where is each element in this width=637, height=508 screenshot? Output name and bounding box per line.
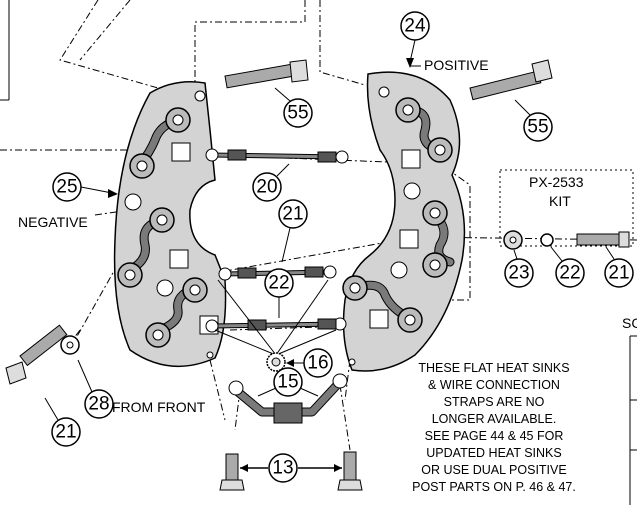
callout-15: 15 — [257, 367, 319, 397]
callout-25: 25 — [52, 172, 118, 202]
negative-diodes — [117, 107, 219, 348]
px-2533-kit-box — [499, 169, 634, 250]
callout-22-kit: 22 — [550, 246, 585, 288]
callout-21-kit: 21 — [604, 246, 634, 288]
from-front-label: FROM FRONT — [112, 399, 206, 415]
callout-16: 16 — [286, 348, 333, 378]
svg-text:55: 55 — [287, 103, 308, 124]
note-line: STRAPS ARE NO — [444, 395, 545, 409]
bolt-55-right — [469, 59, 553, 101]
callout-21-left: 21 — [44, 397, 81, 447]
kit-name-label: PX-2533 — [529, 174, 584, 190]
corner-text: SC — [622, 315, 637, 331]
svg-text:21: 21 — [608, 263, 629, 284]
corner-box — [629, 335, 637, 505]
svg-text:22: 22 — [268, 273, 289, 294]
note-line: SEE PAGE 44 & 45 FOR — [425, 429, 564, 443]
bolt-55-left — [224, 59, 309, 89]
positive-diodes — [342, 97, 453, 333]
svg-text:28: 28 — [88, 394, 109, 415]
negative-label: NEGATIVE — [18, 214, 88, 230]
svg-text:22: 22 — [559, 263, 580, 284]
callout-24: 24 — [400, 11, 430, 68]
svg-text:23: 23 — [508, 263, 529, 284]
note-line: UPDATED HEAT SINKS — [426, 446, 561, 460]
svg-text:21: 21 — [282, 204, 303, 225]
washer-28 — [60, 335, 80, 355]
note-line: LONGER AVAILABLE. — [432, 412, 557, 426]
callout-22-center: 22 — [264, 268, 294, 318]
callout-55-right: 55 — [514, 99, 553, 142]
svg-text:24: 24 — [404, 16, 426, 37]
callout-13: 13 — [268, 453, 298, 483]
bolt-21-left — [5, 324, 68, 385]
kit-word-label: KIT — [549, 193, 571, 209]
callout-21-center: 21 — [278, 199, 308, 263]
callout-23: 23 — [504, 249, 534, 288]
ground-strap-15 — [228, 373, 348, 424]
callout-28: 28 — [77, 359, 114, 419]
positive-label: POSITIVE — [424, 57, 489, 73]
svg-text:55: 55 — [527, 117, 548, 138]
note-line: THESE FLAT HEAT SINKS — [418, 361, 569, 375]
svg-text:15: 15 — [277, 372, 298, 393]
note-line: POST PARTS ON P. 46 & 47. — [412, 480, 576, 494]
svg-text:20: 20 — [256, 177, 277, 198]
svg-text:21: 21 — [55, 422, 76, 443]
note-line: OR USE DUAL POSITIVE — [421, 463, 566, 477]
callout-55-left: 55 — [274, 87, 313, 128]
callout-20: 20 — [252, 163, 290, 202]
nut-16 — [214, 279, 337, 372]
bolts-13 — [219, 451, 363, 491]
discontinued-note: THESE FLAT HEAT SINKS & WIRE CONNECTION … — [412, 361, 576, 494]
svg-text:25: 25 — [56, 177, 77, 198]
note-line: & WIRE CONNECTION — [428, 378, 560, 392]
svg-text:16: 16 — [307, 353, 328, 374]
left-edge-box — [0, 0, 10, 101]
svg-text:13: 13 — [272, 458, 293, 479]
